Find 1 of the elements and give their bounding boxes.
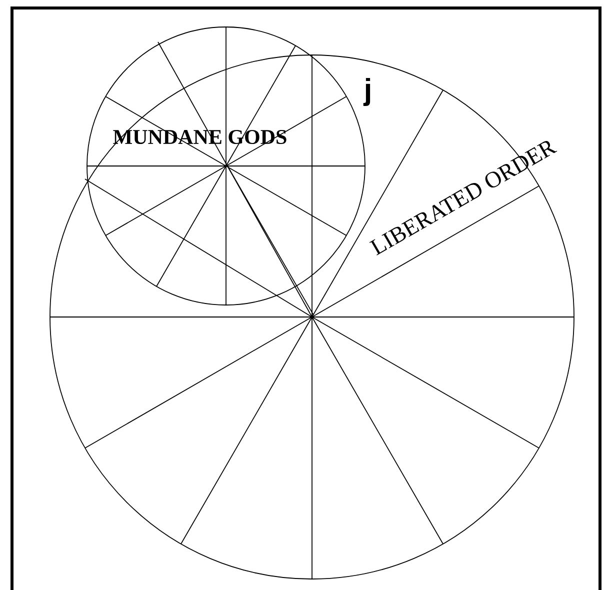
letter-label: j: [363, 78, 370, 106]
